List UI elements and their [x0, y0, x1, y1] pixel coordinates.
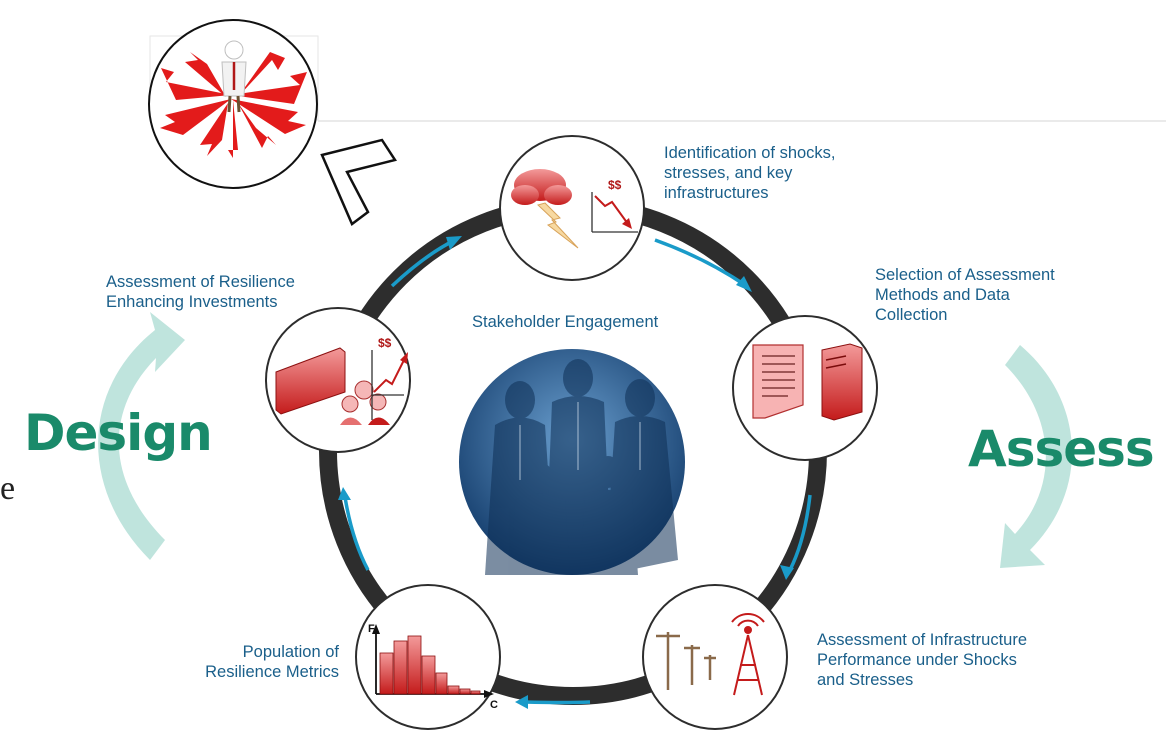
design-cycle-arrow: [98, 312, 185, 560]
step-label-selection: Selection of Assessment Methods and Data…: [875, 266, 1055, 324]
decision-node: [148, 19, 319, 189]
node-investments: [265, 307, 411, 453]
assess-cycle-arrow: [1000, 345, 1073, 568]
flow-arrowheads: [338, 236, 794, 709]
node-population: [355, 584, 501, 730]
histogram-axis-label-c: C: [490, 699, 498, 711]
chevron-pointer-icon: [320, 138, 398, 226]
currency-label: $$: [378, 336, 392, 350]
step-label-investments: Assessment of Resilience Enhancing Inves…: [106, 273, 295, 311]
utility-poles-icon: [656, 632, 716, 690]
edge-text-fragment: e: [0, 470, 16, 507]
step-label-identification: Identification of shocks, stresses, and …: [664, 144, 836, 202]
step-label-performance: Assessment of Infrastructure Performance…: [817, 631, 1027, 689]
node-identification: [499, 135, 645, 281]
direction-arrows-icon: [160, 52, 307, 158]
growth-chart-icon: [371, 350, 408, 420]
histogram-axis-label-f: F: [368, 623, 375, 635]
decline-chart-icon: [591, 192, 638, 233]
storm-cloud-icon: [511, 169, 579, 249]
server-icon: [821, 343, 863, 421]
barrier-icon: [275, 347, 346, 415]
assess-label: Assess: [968, 420, 1155, 478]
document-icon: [752, 344, 804, 419]
people-group-icon: [340, 380, 390, 425]
histogram-icon: [372, 624, 494, 698]
center-label: Stakeholder Engagement: [472, 313, 659, 331]
radio-tower-icon: [731, 613, 765, 696]
person-figure-icon: [221, 40, 247, 113]
step-label-population: Population of Resilience Metrics: [205, 643, 339, 681]
node-performance: [642, 584, 788, 730]
design-label: Design: [24, 404, 213, 462]
people-illustration: [459, 349, 685, 575]
currency-label: $$: [608, 178, 622, 192]
node-selection: [732, 315, 878, 461]
